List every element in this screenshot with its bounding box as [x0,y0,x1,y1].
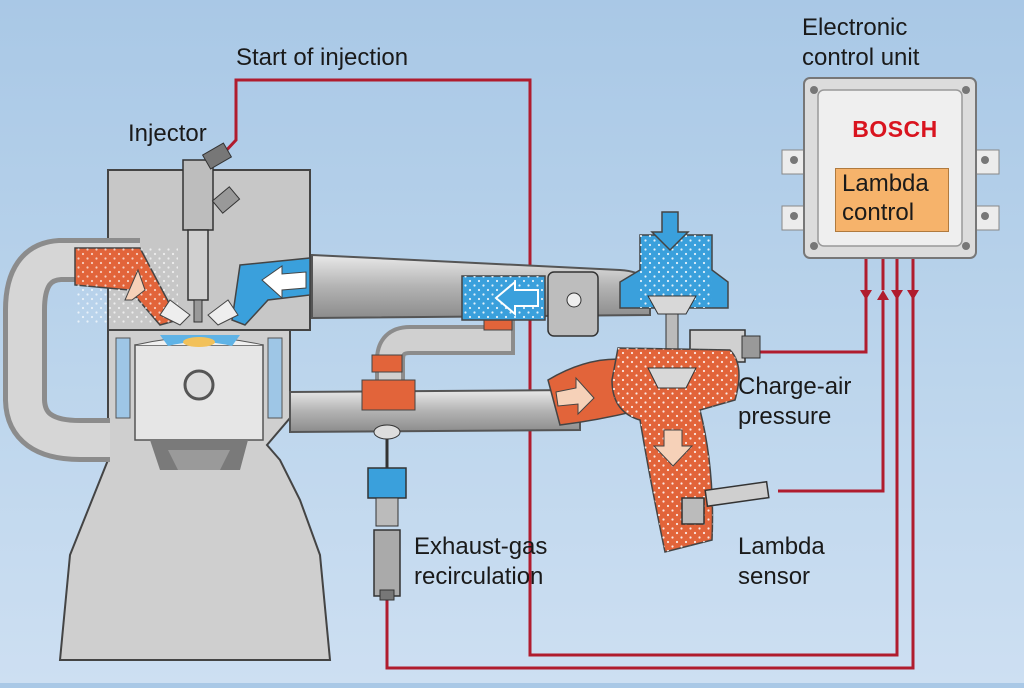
arrow-down-icon [907,290,919,300]
egr-valve [367,424,407,601]
arrow-left-icon [494,279,539,317]
egr-pipe [361,304,515,411]
turbocharger [611,211,770,553]
start-of-injection-label: Start of injection [236,44,409,71]
arrow-up-icon [877,290,889,300]
lambda-sensor-wire [778,296,885,493]
arrow-down-icon [891,290,903,300]
egr-wire [385,290,915,670]
egr-label-line2: recirculation [414,563,544,590]
arrow-right-icon [555,376,595,416]
lambda-control-line1: Lambda [842,170,929,197]
exhaust-manifold [2,238,180,462]
lambda-control-panel: Lambda control [835,168,949,232]
lambda-control-line2: control [842,199,915,226]
arrow-down-icon [650,211,690,252]
wire-arrows [860,290,919,300]
lambda-sensor-label-line2: sensor [738,563,811,590]
ecu-label-line1: Electronic [802,14,908,41]
piston-pin [183,369,215,401]
arrow-up-icon [124,268,146,301]
arrow-left-icon [261,265,307,300]
lambda-sensor-label-line1: Lambda [738,533,825,560]
exhaust-pipe [289,358,641,434]
start-of-injection-wire [220,78,899,657]
charge-air-label-line1: Charge-air [738,373,852,400]
egr-label-line1: Exhaust-gas [414,533,548,560]
arrow-down-icon [860,290,872,300]
injector-label: Injector [128,120,207,147]
ecu-label-line2: control unit [802,44,920,71]
injector [159,142,241,326]
arrow-down-icon [652,429,694,467]
charge-air-duct [461,271,599,337]
charge-air-label-line2: pressure [738,403,832,430]
charge-air-wire [760,290,868,354]
bosch-logo: BOSCH [852,116,938,142]
